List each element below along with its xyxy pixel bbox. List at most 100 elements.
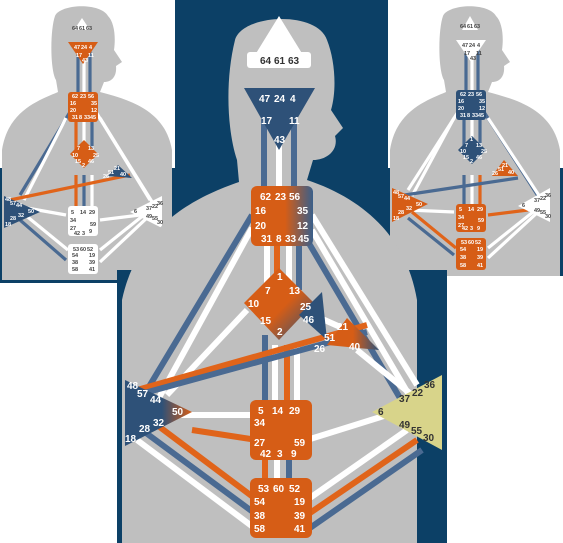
right-ajna-center bbox=[456, 40, 486, 62]
gate-number: 41 bbox=[89, 267, 95, 273]
gate-number: 25 bbox=[481, 149, 487, 155]
gate-number: 11 bbox=[88, 53, 94, 59]
gate-number: 13 bbox=[88, 146, 94, 152]
gate-number: 57 bbox=[398, 194, 404, 200]
gate-number: 16 bbox=[70, 101, 76, 107]
left-g-center bbox=[70, 140, 98, 168]
main-chart: 64 61 63 47 24 4 17 11 43 62 23 56 16 35… bbox=[117, 0, 447, 543]
gate-number: 63 bbox=[474, 24, 480, 30]
gate-number: 50 bbox=[28, 209, 34, 215]
gate-number: 42 bbox=[462, 226, 468, 232]
gate-number: 26 bbox=[103, 174, 109, 180]
gate-number: 30 bbox=[157, 220, 163, 226]
gate-number: 54 bbox=[72, 253, 79, 259]
right-throat-center bbox=[456, 90, 486, 120]
heart-center bbox=[327, 318, 379, 350]
gate-number: 27 bbox=[70, 226, 76, 232]
left-head-center bbox=[74, 18, 90, 30]
left-root-center bbox=[68, 244, 98, 274]
gate-number: 51 bbox=[108, 170, 114, 176]
gate-number: 14 bbox=[80, 210, 87, 216]
gate-number: 40 bbox=[349, 342, 361, 353]
head-center bbox=[255, 16, 303, 55]
gate-number: 52 bbox=[87, 247, 93, 253]
gate-number: 54 bbox=[254, 497, 266, 508]
gate-number: 2 bbox=[82, 163, 85, 169]
gate-number: 52 bbox=[475, 240, 481, 246]
gate-number: 52 bbox=[289, 484, 301, 495]
gate-number: 37 bbox=[399, 394, 411, 405]
gate-number: 61 bbox=[274, 56, 286, 67]
gate-number: 46 bbox=[88, 159, 94, 165]
solar-plexus-center bbox=[372, 375, 442, 450]
gate-number: 13 bbox=[476, 143, 482, 149]
gate-number: 14 bbox=[272, 406, 284, 417]
gate-number: 63 bbox=[86, 26, 92, 32]
right-chart-panel: 64 61 63 47 24 4 17 11 43 62 23 56 16 35… bbox=[388, 0, 563, 276]
gate-number: 45 bbox=[478, 113, 484, 119]
gate-number: 33 bbox=[84, 115, 90, 121]
gate-number: 12 bbox=[297, 221, 309, 232]
gate-number: 45 bbox=[298, 234, 310, 245]
gate-number: 2 bbox=[277, 327, 283, 338]
right-spleen-center bbox=[392, 188, 428, 222]
gate-number: 62 bbox=[72, 94, 78, 100]
gate-number: 21 bbox=[502, 163, 508, 169]
gate-number: 31 bbox=[460, 113, 466, 119]
gate-number: 55 bbox=[540, 210, 546, 216]
gate-number: 29 bbox=[477, 207, 483, 213]
gate-number: 62 bbox=[460, 92, 466, 98]
gate-number: 4 bbox=[477, 43, 481, 49]
gate-number: 2 bbox=[470, 159, 473, 165]
gate-number: 3 bbox=[470, 226, 473, 232]
gate-number: 56 bbox=[88, 94, 94, 100]
g-center bbox=[244, 268, 314, 340]
gate-number: 44 bbox=[150, 395, 162, 406]
gate-number: 64 bbox=[72, 26, 79, 32]
gate-number: 47 bbox=[74, 45, 80, 51]
left-ajna-center bbox=[68, 42, 98, 64]
gate-number: 38 bbox=[254, 511, 266, 522]
gate-number: 37 bbox=[534, 198, 540, 204]
gate-number: 32 bbox=[406, 206, 412, 212]
gate-number: 5 bbox=[459, 207, 462, 213]
gate-number: 17 bbox=[76, 53, 82, 59]
gate-number: 8 bbox=[276, 234, 282, 245]
gate-number: 61 bbox=[467, 24, 473, 30]
gate-number: 27 bbox=[458, 223, 464, 229]
gate-number: 36 bbox=[424, 380, 436, 391]
root-center bbox=[250, 478, 312, 538]
gate-number: 7 bbox=[465, 143, 468, 149]
gate-number: 35 bbox=[297, 206, 309, 217]
gate-number: 54 bbox=[460, 247, 467, 253]
gate-number: 44 bbox=[16, 203, 23, 209]
gate-number: 31 bbox=[261, 234, 273, 245]
left-chart: 64 61 63 47 24 4 17 11 43 62 23 56 16 35… bbox=[0, 0, 175, 283]
gate-number: 9 bbox=[89, 229, 92, 235]
gate-number: 50 bbox=[172, 407, 184, 418]
gate-number: 12 bbox=[479, 106, 485, 112]
gate-number: 12 bbox=[91, 108, 97, 114]
gate-number: 4 bbox=[290, 94, 296, 105]
gate-number: 4 bbox=[89, 45, 93, 51]
head-center-base bbox=[247, 52, 311, 68]
gate-number: 10 bbox=[460, 149, 466, 155]
gate-number: 33 bbox=[472, 113, 478, 119]
gate-number: 42 bbox=[260, 449, 272, 460]
gate-number: 43 bbox=[470, 56, 476, 62]
gate-number: 3 bbox=[82, 231, 85, 237]
gate-number: 49 bbox=[146, 214, 152, 220]
gate-number: 36 bbox=[157, 201, 163, 207]
gate-number: 39 bbox=[89, 260, 95, 266]
gate-number: 38 bbox=[72, 260, 78, 266]
gate-number: 20 bbox=[255, 221, 267, 232]
gate-number: 46 bbox=[303, 315, 315, 326]
gate-number: 36 bbox=[545, 193, 551, 199]
gate-number: 24 bbox=[81, 45, 88, 51]
right-sacral-center bbox=[456, 204, 486, 232]
gate-number: 23 bbox=[468, 92, 474, 98]
ajna-center bbox=[244, 88, 315, 150]
gate-number: 44 bbox=[404, 196, 411, 202]
right-solar-plexus-center bbox=[518, 188, 550, 222]
gate-number: 16 bbox=[255, 206, 267, 217]
